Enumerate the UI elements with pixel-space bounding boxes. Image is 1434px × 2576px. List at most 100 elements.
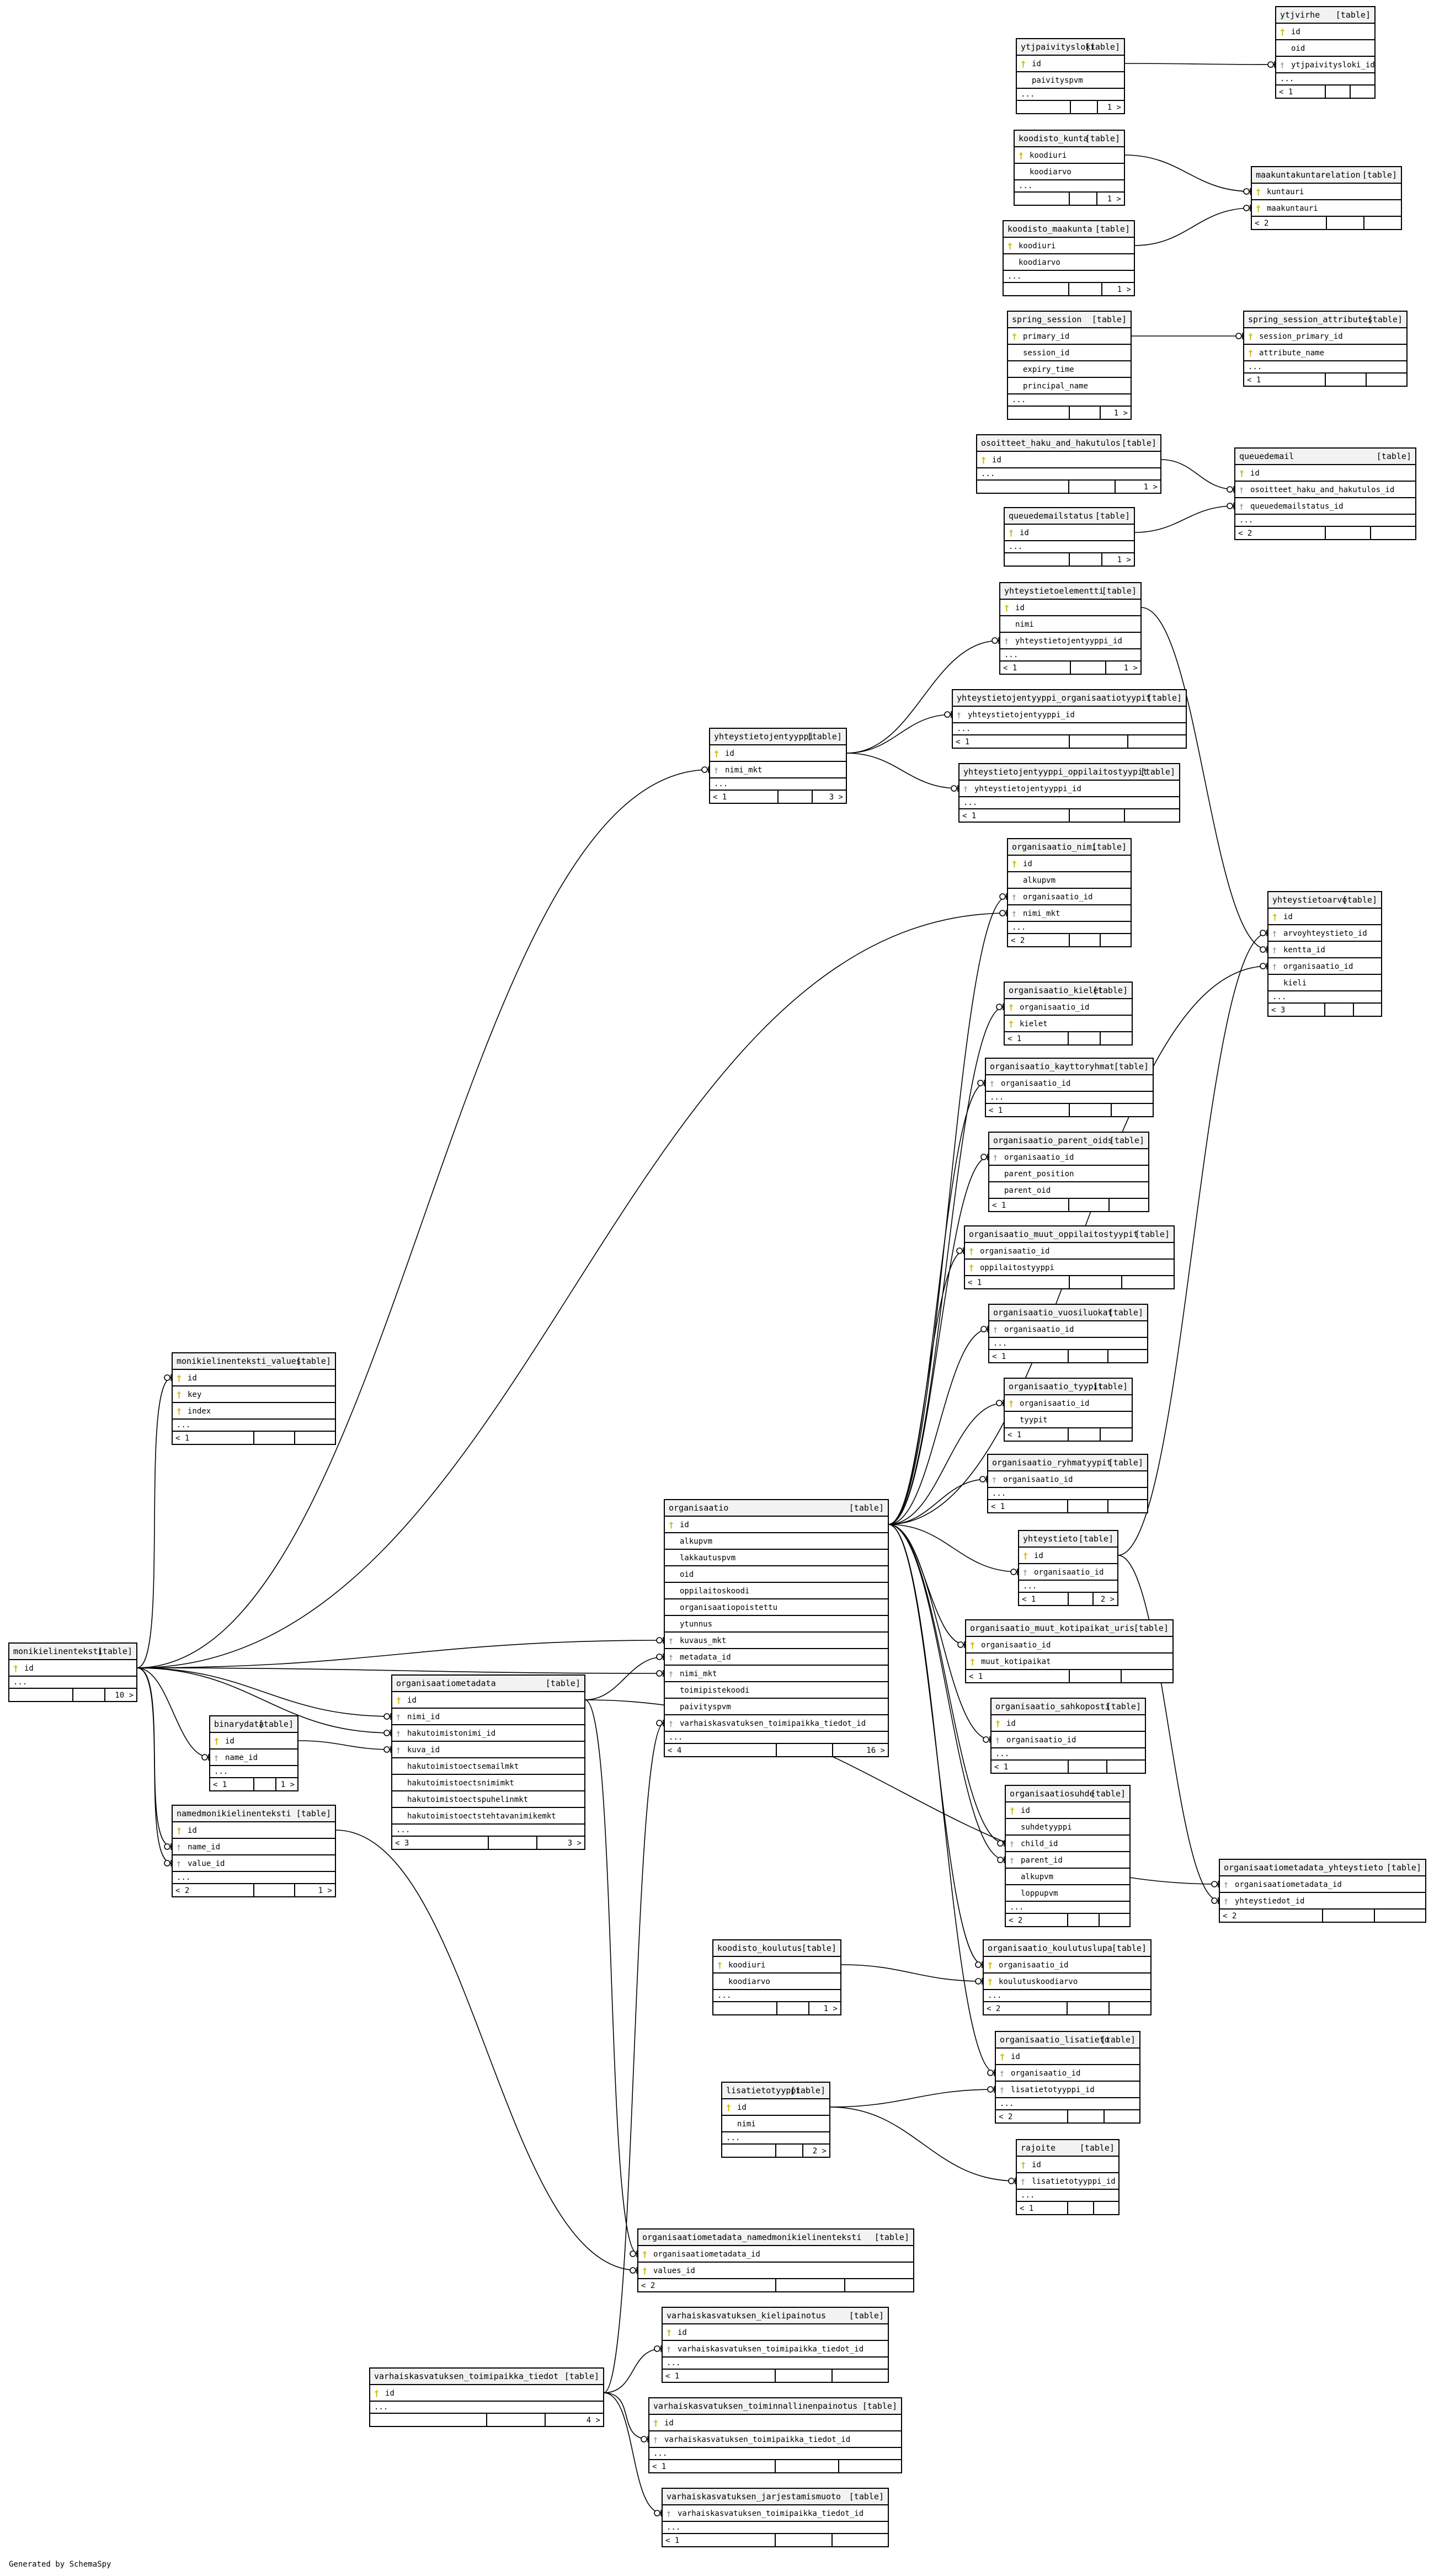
table-varhaiskasvatuksen-toimipaikka-tiedot[interactable]: varhaiskasvatuksen_toimipaikka_tiedot[ta… <box>369 2367 604 2427</box>
table-organisaatio-koulutuslupa[interactable]: organisaatio_koulutuslupa[table]†organis… <box>983 1939 1152 2015</box>
table-name: organisaatiometadata_yhteystieto <box>1224 1863 1383 1873</box>
table-yhteystietoarvo[interactable]: yhteystietoarvo[table]†id†arvoyhteystiet… <box>1267 891 1382 1017</box>
table-organisaatio-nimi[interactable]: organisaatio_nimi[table]†idalkupvm†organ… <box>1007 838 1132 947</box>
column-name: value_id <box>188 1859 225 1868</box>
table-ytjpaivitysloki[interactable]: ytjpaivitysloki[table]†idpaivityspvm...1… <box>1016 38 1125 114</box>
table-organisaatiometadata-namedmonikielinenteksti[interactable]: organisaatiometadata_namedmonikielinente… <box>637 2228 914 2292</box>
parents-count: < 1 <box>1007 1431 1021 1439</box>
edge-organisaatio-to-organisaatio-parent-oids <box>888 1156 989 1525</box>
table-maakuntakuntarelation[interactable]: maakuntakuntarelation[table]†kuntauri†ma… <box>1251 166 1402 230</box>
table-organisaatio-muut-oppilaitostyypit[interactable]: organisaatio_muut_oppilaitostyypit[table… <box>964 1225 1175 1289</box>
table-varhaiskasvatuksen-toiminnallinenpainotus[interactable]: varhaiskasvatuksen_toiminnallinenpainotu… <box>648 2397 902 2473</box>
primary-key-icon: † <box>642 2266 647 2276</box>
foreign-key-icon: † <box>667 2346 671 2354</box>
table-box <box>664 1499 889 1757</box>
table-yhteystietojentyyppi[interactable]: yhteystietojentyyppi[table]†id†nimi_mkt.… <box>709 728 847 804</box>
table-organisaatiometadata-yhteystieto[interactable]: organisaatiometadata_yhteystieto[table]†… <box>1219 1859 1426 1923</box>
column-name: id <box>1020 529 1029 537</box>
table-organisaatiometadata[interactable]: organisaatiometadata[table]†id†nimi_id†h… <box>391 1674 585 1850</box>
table-organisaatio-lisatieto[interactable]: organisaatio_lisatieto[table]†id†organis… <box>995 2031 1140 2124</box>
table-organisaatiosuhde[interactable]: organisaatiosuhde[table]†idsuhdetyyppi†c… <box>1005 1785 1131 1927</box>
column-name: values_id <box>653 2266 695 2275</box>
table-type-tag: [table] <box>1085 134 1120 143</box>
foreign-key-icon: † <box>1023 1569 1027 1577</box>
table-koodisto-maakunta[interactable]: koodisto_maakunta[table]†koodiurikoodiar… <box>1003 220 1135 296</box>
table-osoitteet-haku-and-hakutulos[interactable]: osoitteet_haku_and_hakutulos[table]†id..… <box>976 434 1161 494</box>
zero-or-many-marker <box>1260 963 1266 969</box>
zero-or-many-marker <box>977 1080 984 1086</box>
table-type-tag: [table] <box>1134 1623 1169 1633</box>
more-columns-ellipsis: ... <box>13 1678 27 1687</box>
table-header <box>709 728 847 745</box>
table-queuedemail[interactable]: queuedemail[table]†id†osoitteet_haku_and… <box>1234 447 1416 540</box>
column-name: organisaatio_id <box>1006 1736 1076 1745</box>
table-header <box>1016 38 1125 56</box>
table-name: yhteystietojentyyppi <box>714 732 814 742</box>
foreign-key-icon: † <box>1239 503 1244 511</box>
column-name: muut_kotipaikat <box>981 1657 1051 1666</box>
table-organisaatio-muut-kotipaikat-uris[interactable]: organisaatio_muut_kotipaikat_uris[table]… <box>965 1619 1174 1683</box>
table-koodisto-koulutus[interactable]: koodisto_koulutus[table]†koodiurikoodiar… <box>712 1939 841 2015</box>
table-spring-session[interactable]: spring_session[table]†primary_idsession_… <box>1007 311 1132 420</box>
parents-count: < 2 <box>1238 529 1252 538</box>
table-rajoite[interactable]: rajoite[table]†id†lisatietotyyppi_id...<… <box>1016 2139 1120 2215</box>
column-name: id <box>1023 860 1032 868</box>
edge-lisatietotyyppi-to-rajoite <box>829 2106 1017 2182</box>
edge-koodisto-maakunta-to-maakuntakuntarelation <box>1134 207 1252 246</box>
column-name: id <box>1291 28 1300 36</box>
column-name: parent_position <box>1004 1170 1074 1178</box>
more-columns-ellipsis: ... <box>1280 74 1294 83</box>
table-organisaatio-kielet[interactable]: organisaatio_kielet[table]†organisaatio_… <box>1004 982 1133 1046</box>
children-count: 1 > <box>1117 556 1131 564</box>
table-monikielinenteksti[interactable]: monikielinenteksti[table]†id...10 > <box>8 1642 137 1702</box>
table-organisaatio-vuosiluokat[interactable]: organisaatio_vuosiluokat[table]†organisa… <box>988 1304 1148 1363</box>
more-columns-ellipsis: ... <box>1023 1582 1037 1591</box>
table-header <box>712 1939 841 1957</box>
table-type-tag: [table] <box>791 2086 825 2095</box>
table-koodisto-kunta[interactable]: koodisto_kunta[table]†koodiurikoodiarvo.… <box>1014 130 1125 206</box>
column-name: primary_id <box>1023 332 1069 341</box>
parents-count: < 1 <box>956 738 969 746</box>
table-yhteystieto[interactable]: yhteystieto[table]†id†organisaatio_id...… <box>1018 1530 1118 1606</box>
more-columns-ellipsis: ... <box>714 780 728 788</box>
table-name: binarydata <box>214 1719 264 1729</box>
parents-count: < 1 <box>713 793 727 802</box>
table-organisaatio-tyypit[interactable]: organisaatio_tyypit[table]†organisaatio_… <box>1004 1378 1133 1442</box>
zero-or-many-marker <box>656 1637 663 1644</box>
table-yhteystietojentyyppi-organisaatiotyypit[interactable]: yhteystietojentyyppi_organisaatiotyypit[… <box>952 689 1187 749</box>
children-count: 1 > <box>1124 664 1138 673</box>
table-queuedemailstatus[interactable]: queuedemailstatus[table]†id...1 > <box>1004 507 1135 567</box>
column-name: koulutuskoodiarvo <box>999 1977 1078 1986</box>
more-columns-ellipsis: ... <box>992 1489 1006 1498</box>
table-namedmonikielinenteksti[interactable]: namedmonikielinenteksti[table]†id†name_i… <box>172 1805 336 1897</box>
table-type-tag: [table] <box>1102 586 1137 596</box>
column-name: hakutoimistoectspuhelinmkt <box>407 1795 528 1804</box>
table-organisaatio[interactable]: organisaatio[table]†idalkupvmlakkautuspv… <box>664 1499 889 1757</box>
table-varhaiskasvatuksen-kielipainotus[interactable]: varhaiskasvatuksen_kielipainotus[table]†… <box>662 2307 889 2383</box>
table-ytjvirhe[interactable]: ytjvirhe[table]†idoid†ytjpaivitysloki_id… <box>1275 6 1376 99</box>
zero-or-many-marker <box>1227 486 1233 493</box>
table-organisaatio-parent-oids[interactable]: organisaatio_parent_oids[table]†organisa… <box>988 1132 1149 1212</box>
table-organisaatio-ryhmatyypit[interactable]: organisaatio_ryhmatyypit[table]†organisa… <box>987 1454 1148 1513</box>
table-monikielinenteksti-values[interactable]: monikielinenteksti_values[table]†id†key†… <box>172 1352 336 1445</box>
primary-key-icon: † <box>988 1977 993 1987</box>
table-name: koodisto_koulutus <box>717 1943 802 1953</box>
more-columns-ellipsis: ... <box>177 1873 190 1882</box>
table-spring-session-attributes[interactable]: spring_session_attributes[table]†session… <box>1243 311 1408 387</box>
table-type-tag: [table] <box>1095 224 1130 234</box>
table-yhteystietojentyyppi-oppilaitostyypit[interactable]: yhteystietojentyyppi_oppilaitostyypit[ta… <box>958 763 1180 823</box>
edge-yhteystietoelementti-to-yhteystietoarvo <box>1140 607 1268 950</box>
table-organisaatio-sahkoposti[interactable]: organisaatio_sahkoposti[table]†id†organi… <box>990 1698 1146 1774</box>
column-name: id <box>680 1521 689 1529</box>
table-organisaatio-kayttoryhmat[interactable]: organisaatio_kayttoryhmat[table]†organis… <box>985 1058 1154 1117</box>
column-name: oid <box>680 1570 694 1579</box>
column-name: index <box>188 1407 211 1416</box>
column-name: koodiarvo <box>1030 168 1071 177</box>
primary-key-icon: † <box>1009 528 1014 538</box>
table-varhaiskasvatuksen-jarjestamismuoto[interactable]: varhaiskasvatuksen_jarjestamismuoto[tabl… <box>662 2488 889 2547</box>
table-yhteystietoelementti[interactable]: yhteystietoelementti[table]†idnimi†yhtey… <box>999 582 1142 675</box>
parents-count: < 1 <box>1279 88 1293 97</box>
foreign-key-icon: † <box>714 767 718 775</box>
